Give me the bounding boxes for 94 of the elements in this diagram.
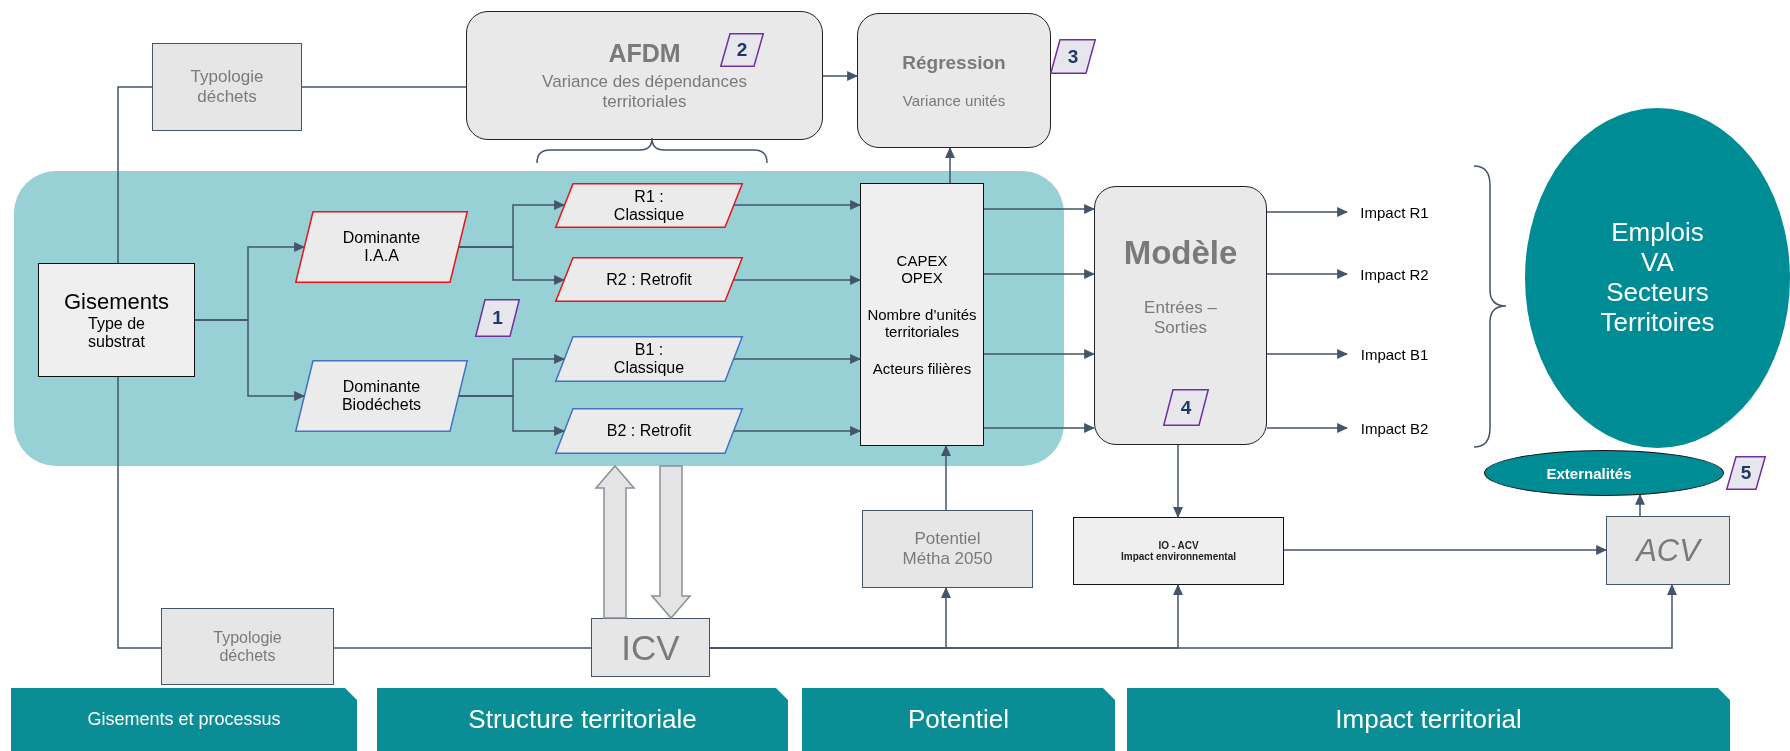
arrow: [194, 319, 306, 401]
box-text: B1 : Classique: [612, 341, 686, 377]
parallelogram-box: [555, 408, 743, 454]
step-number-badge: [475, 299, 520, 337]
box-text: Variance des dépendances territoriales: [541, 72, 748, 112]
box-text: Dominante Biodéchets: [340, 378, 423, 414]
parallelogram-box: [295, 360, 468, 432]
block-arrow: [594, 464, 636, 619]
box-text: R1 : Classique: [612, 187, 686, 224]
box-text: Variance unités: [902, 92, 1006, 109]
section-banner: [11, 688, 357, 751]
box-title: Modèle: [1123, 233, 1238, 272]
banner-text: Structure territoriale: [468, 704, 697, 735]
box-title: Gisements: [63, 289, 170, 315]
process-box: [860, 183, 984, 446]
section-banner: [802, 688, 1115, 751]
step-number: 3: [1067, 45, 1079, 68]
arrow: [458, 246, 566, 285]
process-box: [591, 618, 710, 677]
parallelogram-box: [555, 183, 743, 228]
process-box: [862, 510, 1033, 588]
step-number-badge: [720, 33, 764, 67]
box-text: B2 : Retrofit: [606, 422, 692, 440]
arrow: [1266, 269, 1349, 279]
step-number: 2: [736, 39, 748, 61]
arrow: [709, 583, 1677, 649]
arrow: [941, 444, 951, 511]
arrow: [1266, 423, 1349, 433]
ellipse-text: Externalités: [1546, 464, 1632, 482]
step-number-badge: [1050, 39, 1096, 74]
impact-label: Impact B2: [1347, 416, 1442, 440]
impact-label: Impact B1: [1347, 342, 1442, 366]
arrow: [983, 349, 1096, 359]
step-number-badge: [1163, 389, 1209, 426]
section-banner: [377, 688, 788, 751]
step-number: 5: [1740, 462, 1752, 484]
arrow: [1283, 545, 1608, 555]
step-number: 1: [492, 307, 503, 329]
box-text: ACV: [1636, 532, 1700, 569]
banner-text: Impact territorial: [1335, 704, 1522, 735]
box-text: Acteurs filières: [872, 360, 972, 377]
arrow: [733, 354, 862, 364]
box-text: Type de substrat: [87, 315, 146, 351]
group-panel: [14, 171, 1064, 466]
parallelogram-box: [295, 211, 468, 283]
arrow: [1266, 349, 1349, 359]
arrow: [733, 426, 862, 436]
block-arrow: [650, 465, 692, 620]
connector-line: [333, 647, 592, 649]
arrow: [1266, 207, 1349, 217]
arrow: [733, 200, 862, 210]
box-text: R2 : Retrofit: [606, 270, 692, 289]
rounded-box: [466, 11, 823, 140]
banner-text: Gisements et processus: [87, 709, 281, 730]
box-text: CAPEX OPEX: [895, 252, 949, 286]
connector-line: [117, 86, 153, 264]
box-text: Entrées – Sorties: [1143, 297, 1218, 338]
arrow: [983, 423, 1096, 433]
arrow: [945, 146, 955, 184]
parallelogram-box: [555, 336, 743, 382]
box-title: IO - ACV: [1158, 540, 1199, 551]
arrow: [1635, 493, 1645, 517]
connector-line: [117, 376, 162, 649]
box-text: Impact environnemental: [1121, 551, 1236, 562]
box-text: Typologie déchets: [212, 628, 283, 665]
banner-text: Potentiel: [907, 704, 1010, 735]
parallelogram-box: [555, 257, 743, 302]
step-number-badge: [1726, 456, 1766, 490]
process-box: [161, 608, 334, 685]
section-banner: [1127, 688, 1730, 751]
box-text: ICV: [621, 627, 680, 668]
ellipse-text: Emplois VA Secteurs Territoires: [1599, 218, 1716, 338]
arrow: [822, 71, 859, 81]
step-number: 4: [1180, 396, 1192, 419]
impact-label: Impact R2: [1347, 262, 1442, 286]
impact-label: Impact R1: [1347, 200, 1442, 224]
box-title: AFDM: [608, 39, 681, 68]
arrow: [1173, 444, 1183, 519]
box-title: Régression: [902, 52, 1006, 74]
process-box: [1073, 517, 1284, 585]
arrow: [983, 269, 1096, 279]
process-box: [152, 43, 302, 131]
process-box: [38, 263, 195, 377]
arrow: [733, 275, 862, 285]
rounded-box: [857, 13, 1051, 148]
arrow: [458, 395, 566, 436]
arrow: [983, 204, 1096, 214]
box-text: Dominante I.A.A: [341, 229, 422, 265]
rounded-box: [1094, 186, 1267, 445]
box-text: Typologie déchets: [189, 67, 265, 107]
box-text: Potentiel Métha 2050: [901, 529, 994, 569]
process-box: [1606, 516, 1730, 585]
connector-line: [301, 86, 467, 88]
box-text: Nombre d’unités territoriales: [867, 306, 977, 340]
